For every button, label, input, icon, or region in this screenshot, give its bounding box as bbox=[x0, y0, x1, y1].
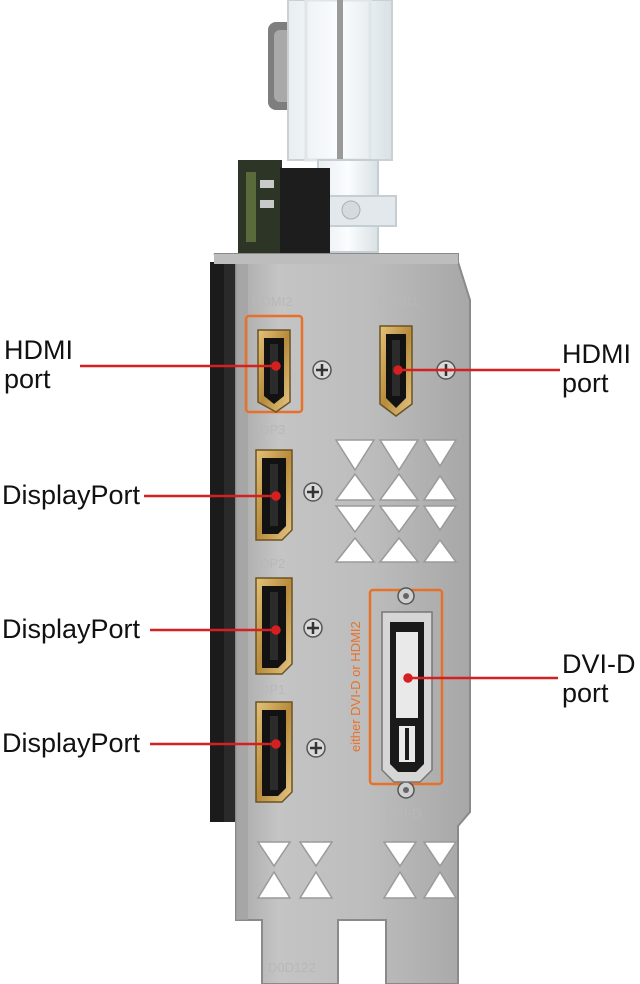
silkscreen-dvi: DVI-D bbox=[386, 806, 421, 821]
vent-holes bbox=[256, 439, 458, 899]
displayport-1 bbox=[255, 701, 293, 803]
silkscreen-dp3: DP3 bbox=[260, 422, 285, 437]
circuit-board bbox=[210, 160, 330, 822]
callout-hdmi-left: HDMI port bbox=[4, 335, 73, 394]
silkscreen-hdmi1: HDMI1 bbox=[378, 294, 418, 309]
silkscreen-either: either DVI-D or HDMI2 bbox=[348, 621, 363, 752]
screws bbox=[303, 360, 456, 799]
silkscreen-dp1: DP1 bbox=[260, 682, 285, 697]
silkscreen-hdmi2: HDMI2 bbox=[252, 294, 292, 309]
callout-displayport-2: DisplayPort bbox=[2, 614, 141, 644]
callout-displayport-3: DisplayPort bbox=[2, 728, 141, 758]
silkscreen-dp2: DP2 bbox=[260, 556, 285, 571]
callout-displayport-1: DisplayPort bbox=[2, 480, 141, 510]
dvi-d-port bbox=[381, 611, 433, 783]
silkscreen-code: D0D122 bbox=[268, 960, 316, 975]
callout-lines bbox=[80, 361, 560, 749]
callout-dvi-d: DVI-D port bbox=[562, 649, 636, 708]
hdmi-port-2 bbox=[257, 329, 291, 413]
callout-hdmi-right: HDMI port bbox=[562, 339, 631, 398]
